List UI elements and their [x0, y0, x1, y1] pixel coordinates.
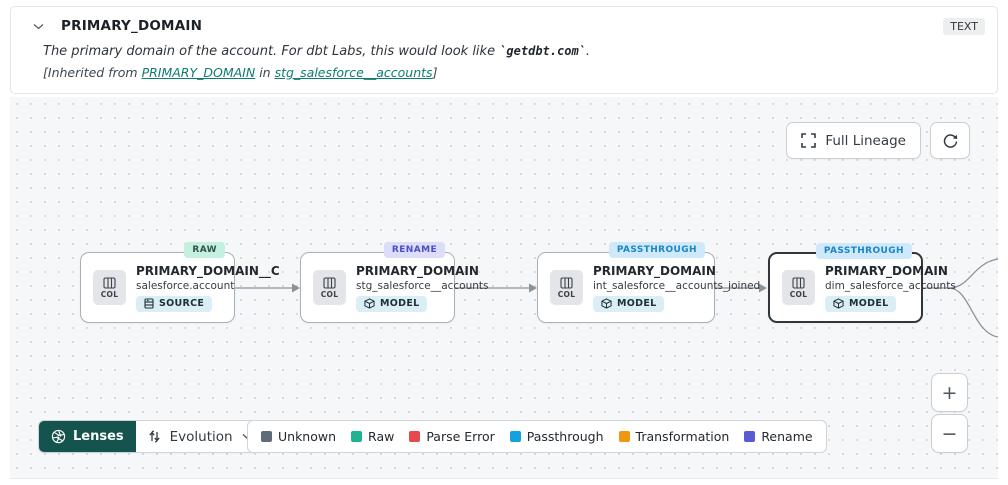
lineage-canvas[interactable]: Full Lineage RAW COL PRIMARY_DOMAIN__C s…: [10, 97, 998, 479]
model-icon: [601, 298, 612, 309]
resource-type-label: SOURCE: [159, 298, 205, 309]
legend-swatch: [744, 431, 756, 442]
node-subtitle: dim_salesforce_accounts: [825, 279, 956, 292]
column-icon: [323, 276, 336, 289]
column-chip: COL: [313, 270, 346, 305]
column-name-title: PRIMARY_DOMAIN: [61, 18, 203, 34]
legend-label: Raw: [368, 429, 395, 444]
column-chip: COL: [782, 270, 815, 305]
resource-type-label: MODEL: [849, 298, 889, 309]
column-chip: COL: [93, 270, 126, 305]
inherited-model-link[interactable]: stg_salesforce__accounts: [274, 65, 433, 80]
inherited-column-link[interactable]: PRIMARY_DOMAIN: [141, 65, 256, 80]
lineage-node-salesforce-account[interactable]: RAW COL PRIMARY_DOMAIN__C salesforce.acc…: [80, 242, 280, 323]
legend-item: Passthrough: [509, 429, 604, 444]
refresh-icon: [942, 132, 959, 149]
col-label: COL: [320, 289, 339, 299]
legend-label: Parse Error: [426, 429, 495, 444]
node-title: PRIMARY_DOMAIN: [825, 263, 948, 278]
lens-selected-value: Evolution: [169, 428, 233, 445]
refresh-button[interactable]: [930, 122, 970, 159]
lineage-node-int-salesforce-accounts-joined[interactable]: PASSTHROUGH COL PRIMARY_DOMAIN int_sales…: [537, 242, 761, 323]
node-title: PRIMARY_DOMAIN__C: [136, 263, 280, 278]
resource-type-badge: MODEL: [356, 295, 428, 312]
zoom-in-button[interactable]: +: [931, 373, 968, 412]
inherited-prefix: [Inherited from: [43, 65, 142, 80]
full-lineage-button[interactable]: Full Lineage: [786, 122, 921, 159]
lineage-node-dim-salesforce-accounts[interactable]: PASSTHROUGH COL PRIMARY_DOMAIN dim_sales…: [768, 243, 956, 323]
node-subtitle: salesforce.account: [136, 279, 235, 292]
legend-swatch: [351, 431, 363, 442]
source-icon: [144, 298, 154, 309]
node-title: PRIMARY_DOMAIN: [593, 263, 716, 278]
inherited-suffix: ]: [432, 65, 438, 80]
full-lineage-label: Full Lineage: [825, 132, 906, 149]
lenses-button[interactable]: Lenses: [39, 421, 136, 452]
legend-swatch: [261, 431, 272, 442]
legend-label: Transformation: [635, 429, 730, 444]
col-label: COL: [789, 289, 808, 299]
description-code: `getdbt.com`: [499, 44, 586, 58]
lineage-edges: [235, 258, 998, 338]
column-info-panel: PRIMARY_DOMAIN TEXT The primary domain o…: [10, 6, 998, 94]
fullscreen-icon: [801, 133, 817, 148]
column-icon: [560, 276, 573, 289]
col-label: COL: [100, 289, 119, 299]
legend-item: Rename: [744, 429, 813, 444]
inherited-middle: in: [255, 65, 275, 80]
evolution-icon: [148, 430, 160, 443]
model-icon: [833, 298, 844, 309]
resource-type-badge: MODEL: [825, 295, 897, 312]
zoom-out-button[interactable]: −: [931, 414, 968, 453]
legend-item: Raw: [351, 429, 394, 444]
edge-type-badge: RENAME: [383, 242, 445, 258]
lens-aperture-icon: [51, 429, 66, 444]
inherited-from-note: [Inherited from PRIMARY_DOMAIN in stg_sa…: [43, 65, 985, 80]
node-subtitle: int_salesforce__accounts_joined: [593, 279, 761, 292]
resource-type-badge: SOURCE: [136, 295, 213, 312]
col-label: COL: [557, 289, 576, 299]
column-icon: [103, 276, 116, 289]
legend-label: Unknown: [278, 429, 337, 444]
node-title: PRIMARY_DOMAIN: [356, 263, 479, 278]
description-text: The primary domain of the account. For d…: [43, 44, 500, 59]
lens-selector-dropdown[interactable]: Evolution: [135, 421, 265, 452]
legend-label: Rename: [761, 429, 813, 444]
edge-type-badge: PASSTHROUGH: [815, 243, 912, 259]
node-subtitle: stg_salesforce__accounts: [356, 279, 489, 292]
column-icon: [792, 276, 805, 289]
collapse-chevron-icon[interactable]: [29, 17, 47, 35]
legend-swatch: [409, 431, 421, 442]
zoom-controls: + −: [931, 373, 968, 453]
edge-type-badge: PASSTHROUGH: [608, 242, 705, 258]
lenses-control: Lenses Evolution: [38, 420, 266, 453]
lineage-node-stg-salesforce-accounts[interactable]: RENAME COL PRIMARY_DOMAIN stg_salesforce…: [300, 242, 489, 323]
legend-item: Parse Error: [409, 429, 495, 444]
column-chip: COL: [550, 270, 583, 305]
legend-item: Transformation: [618, 429, 730, 444]
legend-label: Passthrough: [526, 429, 604, 444]
model-icon: [364, 298, 375, 309]
resource-type-label: MODEL: [380, 298, 420, 309]
column-description: The primary domain of the account. For d…: [43, 44, 985, 59]
legend-swatch: [509, 431, 521, 442]
column-type-badge: TEXT: [943, 17, 985, 35]
lenses-label: Lenses: [73, 429, 124, 444]
description-period: .: [585, 44, 591, 59]
legend-swatch: [618, 431, 630, 442]
legend-item: Unknown: [261, 429, 336, 444]
resource-type-badge: MODEL: [593, 295, 665, 312]
resource-type-label: MODEL: [617, 298, 657, 309]
edge-type-legend: Unknown Raw Parse Error Passthrough Tran…: [247, 420, 827, 453]
edge-type-badge: RAW: [184, 242, 225, 258]
